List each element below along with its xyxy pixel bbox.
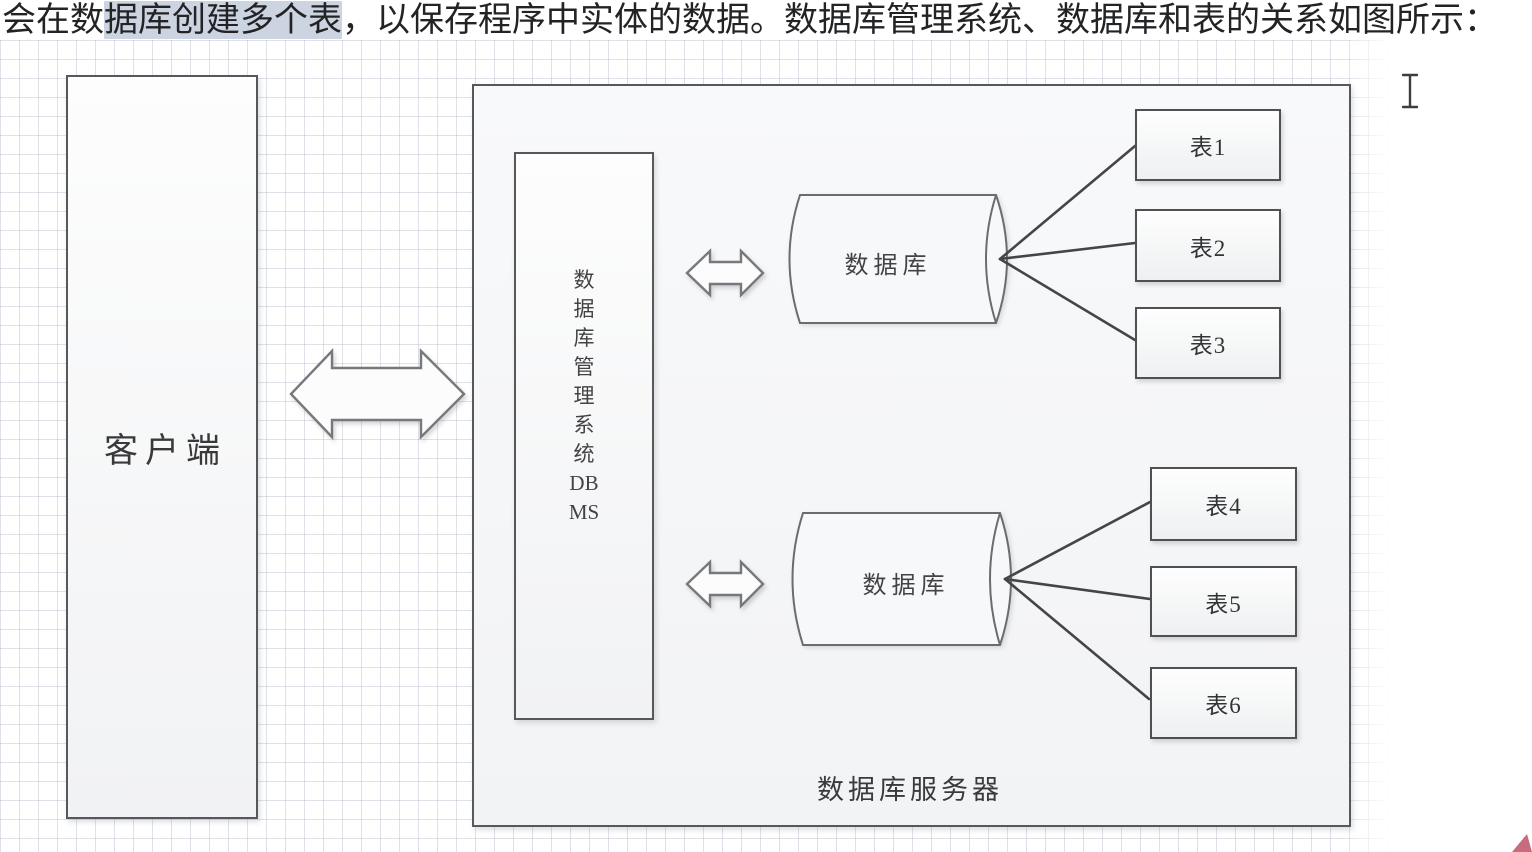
table1-label: 表1 bbox=[1189, 135, 1227, 160]
dbms-label-line: DB bbox=[569, 471, 599, 495]
dbms-label-line: 系 bbox=[573, 413, 595, 437]
dbms-label-line: 统 bbox=[573, 442, 595, 466]
table1-node: 表1 bbox=[1135, 109, 1281, 181]
dbms-label-line: 库 bbox=[573, 326, 595, 350]
server-label: 数据库服务器 bbox=[817, 775, 1003, 805]
table4-label: 表4 bbox=[1205, 494, 1242, 519]
database2-label: 数据库 bbox=[862, 573, 950, 599]
table4-node: 表4 bbox=[1150, 467, 1297, 541]
table6-label: 表6 bbox=[1205, 693, 1242, 718]
dbms-label-line: 据 bbox=[573, 297, 595, 321]
database1-label: 数据库 bbox=[844, 253, 932, 279]
grid-fade-overlay bbox=[1345, 40, 1405, 852]
page-title: 会在数据库创建多个表，以保存程序中实体的数据。数据库管理系统、数据库和表的关系如… bbox=[2, 0, 1530, 40]
client-node: 客户端 bbox=[66, 75, 258, 819]
dbms-label-line: 管 bbox=[573, 355, 595, 379]
title-text-pre: 会在数 bbox=[2, 1, 104, 39]
text-cursor-icon bbox=[1401, 73, 1419, 109]
table3-node: 表3 bbox=[1135, 307, 1281, 379]
table5-node: 表5 bbox=[1150, 566, 1297, 637]
red-corner-mark-icon bbox=[1512, 834, 1532, 852]
title-text-post: ，以保存程序中实体的数据。数据库管理系统、数据库和表的关系如图所示： bbox=[342, 1, 1498, 39]
table6-node: 表6 bbox=[1150, 667, 1297, 739]
title-text-selected: 据库创建多个表 bbox=[104, 1, 342, 39]
dbms-label-line: 数 bbox=[573, 268, 595, 292]
table2-node: 表2 bbox=[1135, 209, 1281, 282]
table2-label: 表2 bbox=[1189, 235, 1227, 261]
table3-label: 表3 bbox=[1189, 333, 1227, 358]
table5-label: 表5 bbox=[1205, 591, 1242, 617]
dbms-label-line: 理 bbox=[573, 384, 595, 408]
dbms-node: 数 据 库 管 理 系 统 DB MS bbox=[514, 152, 654, 720]
client-label: 客户端 bbox=[104, 432, 227, 470]
dbms-label-line: MS bbox=[568, 500, 600, 524]
